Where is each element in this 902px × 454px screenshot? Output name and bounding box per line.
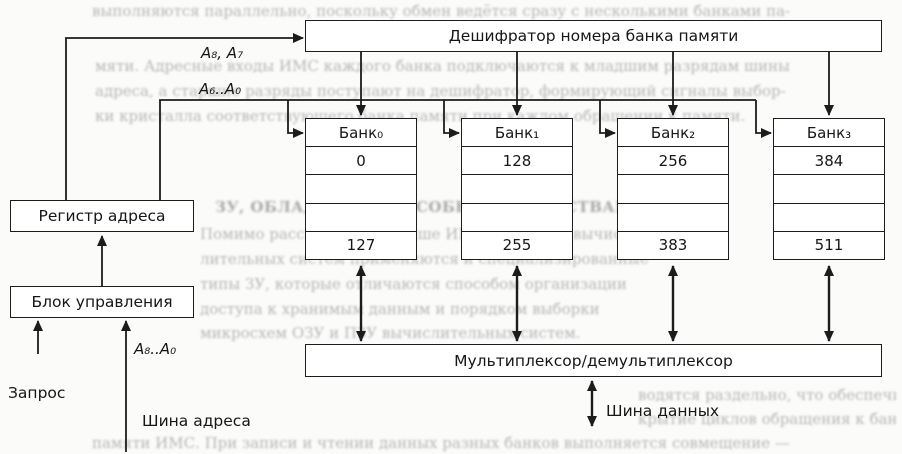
bank-title: Банк₀	[338, 123, 384, 142]
a6a0-to-bank1-arrow	[443, 100, 460, 138]
address-register-box: Регистр адреса	[10, 200, 194, 232]
bank-start-address: 0	[306, 146, 416, 174]
bank-end-address: 383	[618, 230, 728, 259]
bank-end-address: 127	[306, 230, 416, 259]
a6a0-to-bank3-arrow	[755, 100, 772, 138]
bank-end-address: 255	[462, 230, 572, 259]
bank-cell-empty	[618, 174, 728, 202]
control-unit-label: Блок управления	[31, 293, 173, 311]
bank-start-address: 384	[774, 146, 884, 174]
mux-demux-box: Мультиплексор/демультиплексор	[305, 344, 882, 377]
signal-label-a8-a7: A₈, A₇	[201, 44, 244, 62]
bank-2: Банк₂ 256 383	[617, 118, 729, 260]
mux-label: Мультиплексор/демультиплексор	[454, 351, 733, 370]
scan-noise-line: микросхем ОЗУ и ПЗУ вычислительных систе…	[200, 324, 581, 342]
decoder-label: Дешифратор номера банка памяти	[448, 27, 739, 45]
bank-end-address: 511	[774, 230, 884, 259]
address-register-label: Регистр адреса	[38, 207, 166, 225]
bank-start-address: 256	[618, 146, 728, 174]
bank-cell-empty	[306, 202, 416, 231]
bank-start-address: 128	[462, 146, 572, 174]
bank-title: Банк₂	[650, 123, 696, 142]
a6a0-to-bank0-arrow	[287, 100, 304, 138]
a6a0-to-bank2-arrow	[599, 100, 616, 138]
bank-cell-empty	[618, 202, 728, 231]
bank-number-decoder-box: Дешифратор номера банка памяти	[305, 20, 882, 52]
bank-cell-empty	[462, 202, 572, 231]
bank-0: Банк₀ 0 127	[305, 118, 417, 260]
bank-cell-empty	[462, 174, 572, 202]
request-label: Запрос	[8, 384, 66, 402]
a8a7-line	[65, 33, 304, 200]
bank-cell-empty	[774, 202, 884, 231]
signal-label-a6-a0: A₆..A₀	[199, 80, 242, 98]
bank-title: Банк₃	[806, 123, 852, 142]
signal-label-a8-a0: A₈..A₀	[134, 340, 177, 358]
bank-cell-empty	[774, 174, 884, 202]
bank-3: Банк₃ 384 511	[773, 118, 885, 260]
bank-1: Банк₁ 128 255	[461, 118, 573, 260]
bank-cell-empty	[306, 174, 416, 202]
address-bus-label: Шина адреса	[142, 412, 251, 430]
scan-noise-line: типы ЗУ, которые отличаются способом орг…	[200, 275, 627, 293]
bank-title: Банк₁	[494, 123, 540, 142]
scan-noise-line: выполняются параллельно, поскольку обмен…	[92, 2, 791, 20]
scan-noise-line: памяти ИМС. При записи и чтении данных р…	[92, 434, 790, 452]
scan-noise-line: доступа к хранимым данным и порядком выб…	[200, 300, 600, 318]
data-bus-label: Шина данных	[606, 402, 720, 420]
control-unit-box: Блок управления	[10, 286, 194, 318]
